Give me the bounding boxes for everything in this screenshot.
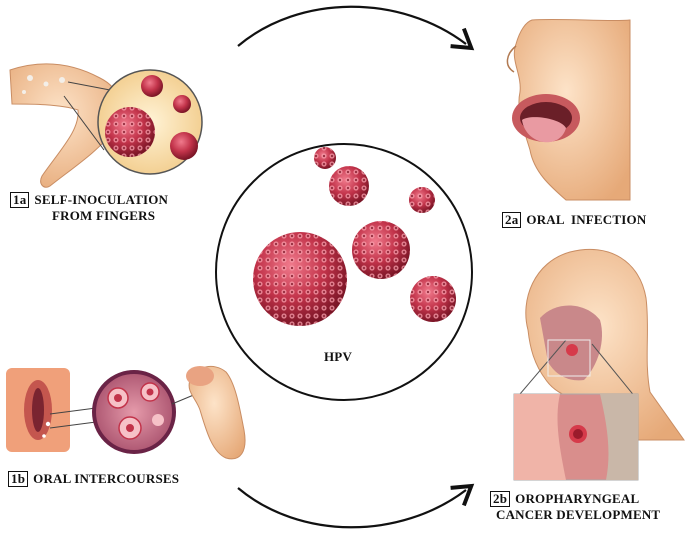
step-2a-label: 2a ORAL INFECTION xyxy=(502,212,646,228)
finger-illustration xyxy=(9,63,203,188)
step-2a-line1: ORAL INFECTION xyxy=(526,212,647,227)
hpv-virus-large xyxy=(253,232,347,326)
hpv-virus-tiny-2 xyxy=(409,187,435,213)
arrow-bottom xyxy=(237,483,475,529)
step-1b-tag: 1b xyxy=(8,471,29,487)
hpv-circle xyxy=(215,143,473,401)
step-1b-label: 1b ORAL INTERCOURSES xyxy=(8,471,179,487)
step-2b-line2: CANCER DEVELOPMENT xyxy=(496,507,661,522)
arrow-top xyxy=(237,5,475,51)
step-1a-line2: FROM FINGERS xyxy=(52,208,156,223)
hpv-virus-small-2 xyxy=(410,276,456,322)
hpv-virus-medium xyxy=(352,221,410,279)
hpv-label: HPV xyxy=(324,349,353,364)
step-2a-tag: 2a xyxy=(502,212,522,228)
mouth-illustration xyxy=(506,18,631,201)
step-1b-line1: ORAL INTERCOURSES xyxy=(33,471,180,486)
cell-zoom-circle xyxy=(92,370,176,454)
oropharynx-illustration xyxy=(513,248,685,481)
step-2b-label: 2b OROPHARYNGEAL xyxy=(490,491,639,507)
step-1a-label: 1a SELF-INOCULATION xyxy=(10,192,168,208)
step-2b-tag: 2b xyxy=(490,491,511,507)
step-1a-tag: 1a xyxy=(10,192,30,208)
hpv-virus-small-1 xyxy=(329,166,369,206)
genital-illustration xyxy=(6,365,246,460)
hpv-virus-tiny-1 xyxy=(314,147,336,169)
step-2b-line1: OROPHARYNGEAL xyxy=(515,491,640,506)
step-1a-line1: SELF-INOCULATION xyxy=(34,192,169,207)
